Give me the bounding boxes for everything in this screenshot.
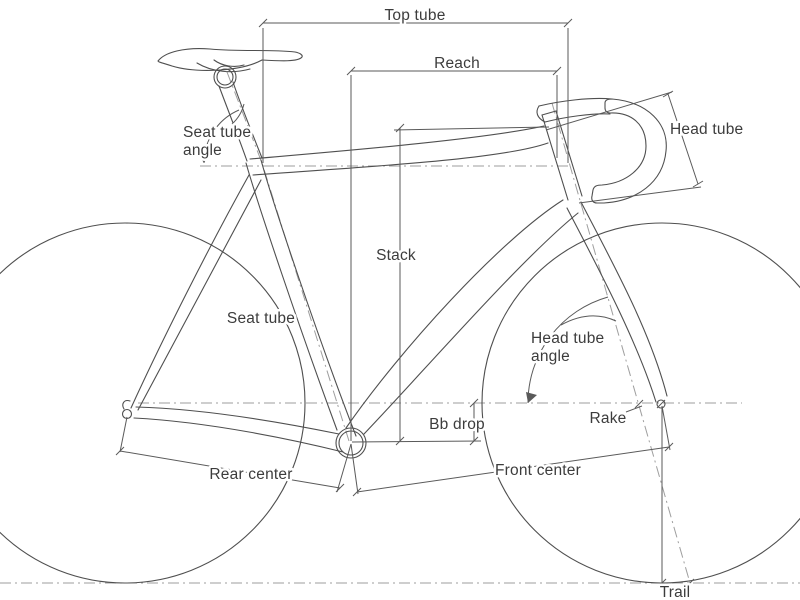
dim-rake bbox=[625, 399, 666, 413]
dim-head-tube-angle bbox=[526, 296, 617, 404]
dim-bb-drop bbox=[351, 398, 482, 446]
label-rake: Rake bbox=[590, 410, 627, 427]
fork-rear-edge bbox=[566, 207, 657, 403]
dim-reach bbox=[346, 66, 562, 441]
chain-stay-upper-edge bbox=[135, 406, 340, 435]
dim-front-center bbox=[350, 405, 674, 497]
saddle-rail bbox=[196, 62, 251, 73]
label-seat-tube: Seat tube bbox=[227, 310, 295, 327]
stem-top-edge bbox=[538, 97, 613, 107]
dim-stack bbox=[393, 123, 550, 446]
chain-stay-lower-edge bbox=[133, 417, 344, 453]
down-tube-lower-edge bbox=[363, 212, 579, 435]
label-seat-tube-angle-2: angle bbox=[183, 142, 222, 159]
seatpost-right-edge bbox=[232, 81, 263, 159]
head-tube-top-edge bbox=[541, 110, 557, 116]
dim-trail bbox=[657, 406, 695, 588]
seat-clamp-inner bbox=[216, 68, 234, 86]
saddle-rail-2 bbox=[213, 59, 245, 67]
label-trail: Trail bbox=[660, 584, 691, 600]
saddle bbox=[157, 48, 303, 71]
label-reach: Reach bbox=[434, 55, 480, 72]
seatpost-left-edge bbox=[218, 85, 248, 162]
dim-head-tube bbox=[545, 90, 704, 204]
rear-wheel bbox=[0, 222, 306, 584]
label-bb-drop: Bb drop bbox=[429, 416, 485, 433]
label-front-center: Front center bbox=[495, 462, 581, 479]
handlebar-drop bbox=[591, 98, 667, 204]
label-seat-tube-angle-1: Seat tube bbox=[183, 124, 251, 141]
head-tube-rear-edge bbox=[555, 110, 583, 197]
front-dropout bbox=[656, 399, 666, 409]
seat-clamp-outer bbox=[213, 65, 237, 89]
dim-top-tube bbox=[258, 18, 573, 163]
dim-rear-center bbox=[115, 416, 352, 493]
seat-tube-left-edge bbox=[245, 162, 338, 431]
label-head-tube-angle-2: angle bbox=[531, 348, 570, 365]
down-tube-upper-edge bbox=[345, 199, 564, 429]
label-top-tube: Top tube bbox=[384, 7, 445, 24]
label-head-tube: Head tube bbox=[670, 121, 743, 138]
bike-drawing bbox=[0, 48, 800, 584]
stem-bottom-edge bbox=[544, 113, 611, 123]
stem-rear-cap bbox=[536, 105, 546, 123]
rear-dropout-hook bbox=[122, 400, 131, 410]
label-head-tube-angle-1: Head tube bbox=[531, 330, 604, 347]
head-tube-front-edge bbox=[541, 114, 569, 201]
labels: Top tube Reach Head tube Seat tube angle… bbox=[181, 5, 746, 600]
label-rear-center: Rear center bbox=[209, 466, 292, 483]
seat-stay-front-edge bbox=[130, 174, 250, 409]
top-tube-upper-edge bbox=[249, 125, 545, 160]
front-wheel bbox=[481, 222, 800, 584]
seat-tube-right-edge bbox=[260, 159, 357, 437]
dim-seat-tube-angle bbox=[200, 103, 245, 164]
top-tube-lower-edge bbox=[252, 142, 549, 176]
label-stack: Stack bbox=[376, 247, 416, 264]
dimension-lines bbox=[115, 18, 704, 588]
seat-stay-rear-edge bbox=[137, 179, 262, 411]
fork-front-edge bbox=[580, 201, 668, 397]
